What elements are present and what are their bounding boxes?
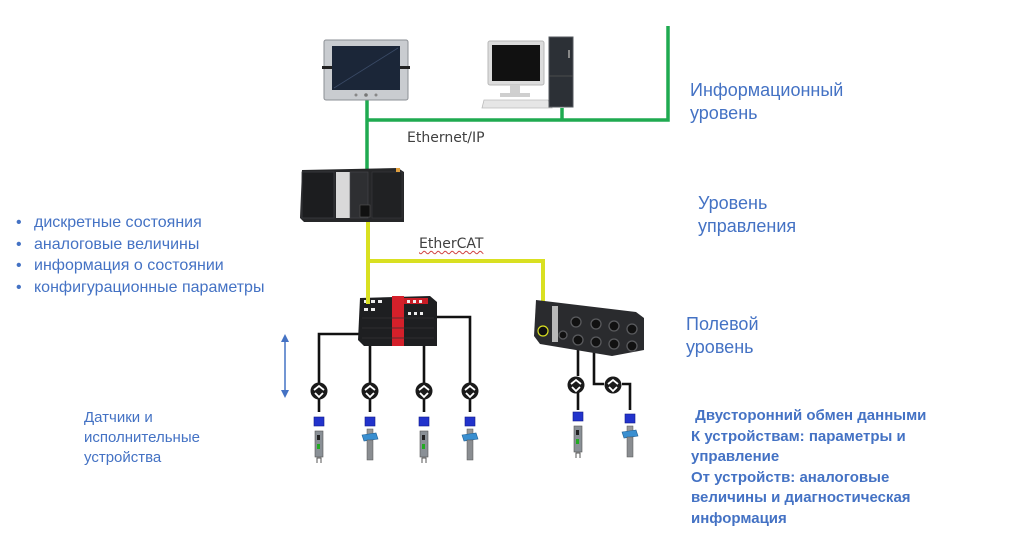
io-module-icon — [358, 290, 437, 346]
remote-io-block-icon — [534, 300, 644, 356]
exchange-line: От устройств: аналоговые — [691, 468, 890, 486]
cable-7 — [622, 382, 632, 410]
transmitter-icon — [361, 382, 379, 400]
plc-controller-icon — [300, 168, 404, 222]
data-types-list: дискретные состояния аналоговые величины… — [14, 212, 264, 298]
transmitter-icon — [604, 376, 622, 394]
cylinder-sensor-icon — [361, 416, 379, 461]
cylinder-sensor-icon — [621, 413, 639, 458]
control-level-line-2: управления — [698, 216, 797, 236]
field-level-label: Полевой уровень — [686, 313, 759, 359]
cable-6 — [592, 342, 604, 386]
double-arrow-icon — [281, 334, 289, 398]
ethercat-label-text: EtherCAT — [419, 236, 484, 252]
transmitters — [310, 376, 622, 400]
cylinder-sensor-icon — [461, 416, 479, 461]
information-level-label: Информационный уровень — [690, 79, 843, 125]
proximity-sensor-icon — [572, 411, 584, 458]
sensors-label-line-2: исполнительные — [84, 429, 200, 446]
information-level-line-2: уровень — [690, 103, 758, 123]
data-type-item: информация о состоянии — [14, 255, 264, 277]
exchange-line: К устройствам: параметры и — [691, 427, 906, 445]
control-level-label: Уровень управления — [698, 192, 796, 238]
field-level-line-2: уровень — [686, 337, 754, 357]
sensors-label-line-1: Датчики и — [84, 409, 153, 426]
transmitter-icon — [567, 376, 585, 394]
cable-4 — [430, 315, 472, 384]
exchange-line: величины и диагностическая — [691, 489, 911, 506]
transmitter-icon — [310, 382, 328, 400]
transmitter-icon — [461, 382, 479, 400]
sensors — [313, 411, 639, 463]
ethercat-label: EtherCAT — [419, 236, 483, 252]
desktop-computer-icon — [481, 36, 574, 109]
field-level-line-1: Полевой — [686, 314, 759, 334]
data-type-item: конфигурационные параметры — [14, 277, 264, 299]
sensors-actuators-label: Датчики и исполнительные устройства — [84, 408, 200, 468]
data-type-item: аналоговые величины — [14, 234, 264, 256]
bidirectional-exchange-text: Двусторонний обмен данными К устройствам… — [691, 406, 926, 529]
sensors-label-line-3: устройства — [84, 449, 162, 466]
proximity-sensor-icon — [418, 416, 430, 463]
data-type-item: дискретные состояния — [14, 212, 264, 234]
ethernet-bus — [367, 26, 670, 122]
exchange-line: информация — [691, 509, 787, 527]
exchange-title: Двусторонний обмен данными — [691, 407, 927, 424]
proximity-sensor-icon — [313, 416, 325, 463]
ethernet-ip-label: Ethernet/IP — [407, 130, 485, 146]
exchange-line: управление — [691, 448, 780, 465]
control-level-line-1: Уровень — [698, 193, 768, 213]
hmi-panel-icon — [322, 39, 410, 101]
transmitter-icon — [415, 382, 433, 400]
information-level-line-1: Информационный — [690, 80, 844, 100]
